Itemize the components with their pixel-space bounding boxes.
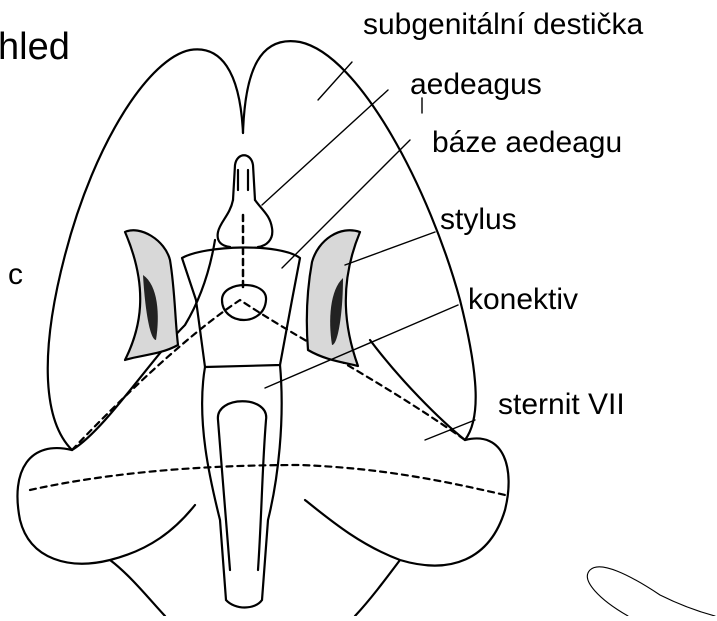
sternite-dashed-base (30, 465, 505, 495)
partial-outline (587, 567, 715, 616)
label-subgenitalni-desticka: subgenitální destička (363, 10, 643, 40)
label-baze-aedeagu: báze aedeagu (432, 128, 622, 158)
label-aedeagus: aedeagus (410, 70, 542, 100)
label-konektiv: konektiv (468, 285, 578, 315)
label-stylus: stylus (440, 205, 517, 235)
label-sternit-vii: sternit VII (498, 390, 625, 420)
pointer-konektiv (265, 305, 458, 388)
connective-inner (218, 401, 266, 570)
panel-letter: c (8, 260, 23, 290)
aedeagus-tip (233, 155, 255, 200)
pointer-aedeagus (262, 90, 388, 205)
aedeagus-base-plate (182, 247, 300, 367)
heading-fragment: hled (0, 28, 70, 66)
sternite-dashed-line (72, 300, 465, 450)
pointer-subgenital (318, 62, 352, 100)
aedeagus-shaft (218, 200, 273, 247)
